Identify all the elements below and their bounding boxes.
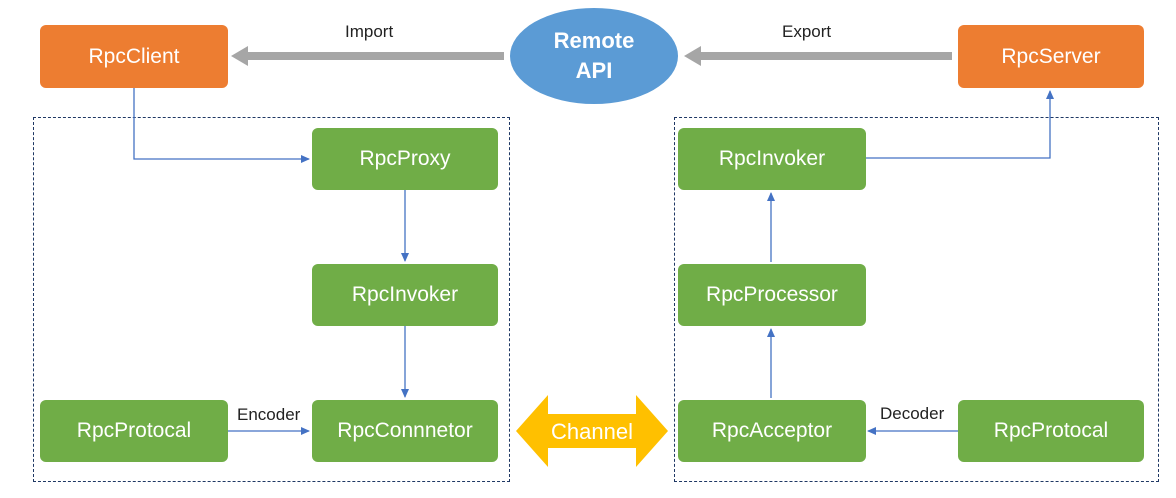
server-acceptor-box: RpcAcceptor	[678, 400, 866, 462]
invoker-to-server-line	[866, 90, 1054, 159]
decoder-label: Decoder	[880, 404, 945, 423]
client-to-proxy-line	[133, 88, 310, 163]
export-arrow	[684, 46, 952, 66]
server-processor-box: RpcProcessor	[678, 264, 866, 326]
client-proxy-box: RpcProxy	[312, 128, 498, 190]
channel-arrow	[516, 395, 668, 467]
import-arrow	[231, 46, 504, 66]
client-connector-box: RpcConnnetor	[312, 400, 498, 462]
channel-label: Channel	[551, 419, 633, 444]
server-region	[674, 117, 1159, 482]
server-invoker-box: RpcInvoker	[678, 128, 866, 190]
remote-api-ellipse: Remote API	[510, 8, 678, 104]
import-label: Import	[345, 22, 394, 41]
remote-api-line2: API	[575, 58, 613, 83]
remote-api-line1: Remote	[553, 28, 635, 53]
server-protocol-box: RpcProtocal	[958, 400, 1144, 462]
rpc-server-box: RpcServer	[958, 25, 1144, 88]
client-invoker-box: RpcInvoker	[312, 264, 498, 326]
client-protocol-box: RpcProtocal	[40, 400, 228, 462]
client-region	[33, 117, 510, 482]
rpc-client-box: RpcClient	[40, 25, 228, 88]
export-label: Export	[782, 22, 832, 41]
encoder-label: Encoder	[237, 405, 301, 424]
